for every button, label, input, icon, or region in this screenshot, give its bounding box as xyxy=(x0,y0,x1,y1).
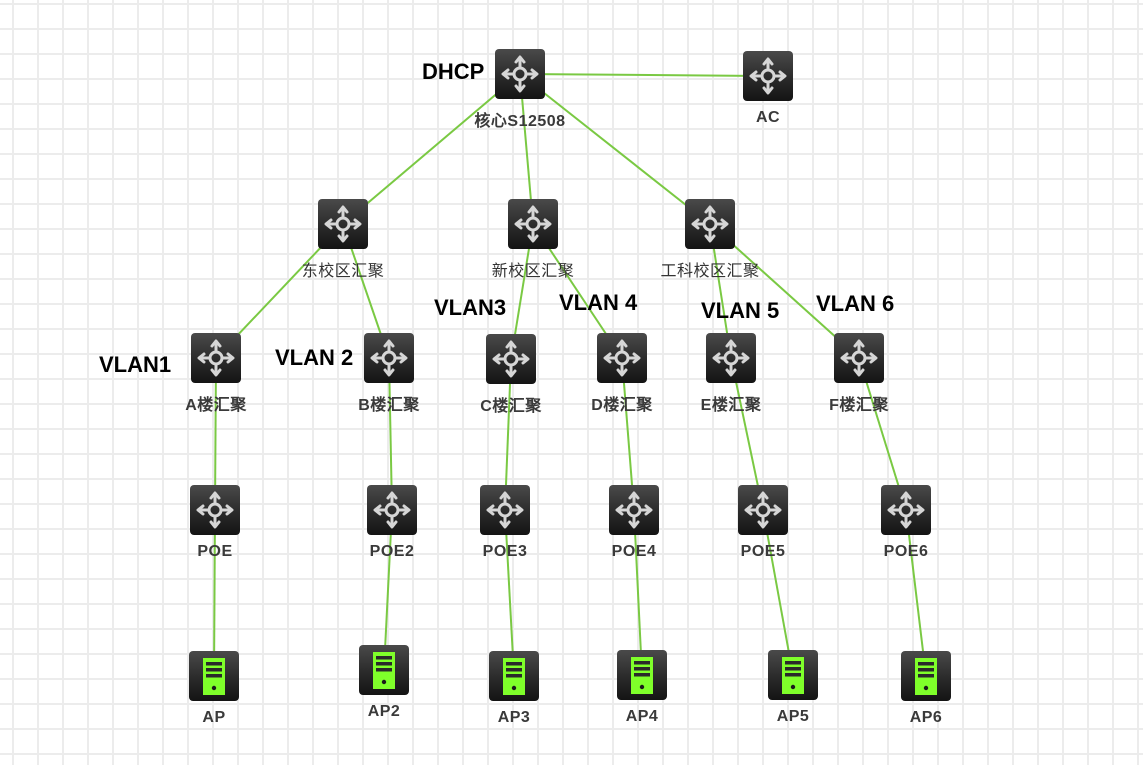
node-label: E楼汇聚 xyxy=(700,397,762,414)
node-poe2[interactable]: POE2 xyxy=(367,485,417,560)
node-label: B楼汇聚 xyxy=(358,397,420,414)
switch-icon xyxy=(190,485,240,535)
node-label: C楼汇聚 xyxy=(480,398,542,415)
node-poe5[interactable]: POE5 xyxy=(738,485,788,560)
node-ap3[interactable]: AP3 xyxy=(489,651,539,726)
node-ap[interactable]: AP xyxy=(189,651,239,726)
node-poe6[interactable]: POE6 xyxy=(881,485,931,560)
server-icon xyxy=(901,651,951,701)
switch-icon xyxy=(834,333,884,383)
server-icon xyxy=(768,650,818,700)
node-building-a-aggregation[interactable]: A楼汇聚 xyxy=(185,333,246,414)
link-b-poe2 xyxy=(388,357,393,511)
node-ap2[interactable]: AP2 xyxy=(359,645,409,720)
node-label: POE5 xyxy=(740,543,786,560)
switch-icon xyxy=(743,51,793,101)
node-building-b-aggregation[interactable]: B楼汇聚 xyxy=(358,333,419,414)
node-poe4[interactable]: POE4 xyxy=(609,485,659,560)
switch-icon xyxy=(597,333,647,383)
switch-icon xyxy=(480,485,530,535)
node-building-d-aggregation[interactable]: D楼汇聚 xyxy=(591,333,652,414)
node-label: POE2 xyxy=(369,543,415,560)
node-label: POE4 xyxy=(611,543,657,560)
node-ap6[interactable]: AP6 xyxy=(901,651,951,726)
node-label: AP5 xyxy=(776,708,810,725)
switch-icon xyxy=(318,199,368,249)
switch-icon xyxy=(508,199,558,249)
switch-icon xyxy=(738,485,788,535)
node-poe[interactable]: POE xyxy=(190,485,240,560)
switch-icon xyxy=(486,334,536,384)
node-ac[interactable]: AC xyxy=(743,51,793,126)
link-poe6-ap6 xyxy=(905,509,927,677)
node-ap5[interactable]: AP5 xyxy=(768,650,818,725)
server-icon xyxy=(489,651,539,701)
node-label: AC xyxy=(755,109,781,126)
node-label: D楼汇聚 xyxy=(591,397,653,414)
node-label: POE3 xyxy=(482,543,528,560)
server-icon xyxy=(617,650,667,700)
node-label: POE xyxy=(197,543,233,560)
switch-icon xyxy=(367,485,417,535)
switch-icon xyxy=(495,49,545,99)
node-poe3[interactable]: POE3 xyxy=(480,485,530,560)
annotation-vlan5: VLAN 5 xyxy=(701,298,780,323)
node-label: 核心S12508 xyxy=(474,113,566,130)
annotation-vlan6: VLAN 6 xyxy=(816,291,895,316)
node-label: 工科校区汇聚 xyxy=(660,261,760,280)
node-label: A楼汇聚 xyxy=(185,397,247,414)
server-icon xyxy=(359,645,409,695)
link-core-eng xyxy=(519,73,711,225)
node-label: POE6 xyxy=(883,543,929,560)
node-label: 东校区汇聚 xyxy=(301,261,385,280)
node-building-e-aggregation[interactable]: E楼汇聚 xyxy=(701,333,761,414)
node-core-switch[interactable]: 核心S12508 xyxy=(474,49,565,130)
node-label: 新校区汇聚 xyxy=(491,261,575,280)
link-poe4-ap4 xyxy=(633,509,643,676)
switch-icon xyxy=(609,485,659,535)
link-f-poe6 xyxy=(858,357,907,511)
switch-icon xyxy=(706,333,756,383)
annotation-dhcp: DHCP xyxy=(422,59,485,84)
node-label: AP xyxy=(202,709,226,726)
annotation-vlan1: VLAN1 xyxy=(99,352,172,377)
node-label: AP3 xyxy=(497,709,531,726)
node-label: F楼汇聚 xyxy=(829,397,889,414)
switch-icon xyxy=(881,485,931,535)
switch-icon xyxy=(364,333,414,383)
node-east-campus-aggregation[interactable]: 东校区汇聚 xyxy=(302,199,384,280)
switch-icon xyxy=(191,333,241,383)
link-core-east xyxy=(342,73,521,225)
link-poe5-ap5 xyxy=(762,509,794,676)
node-building-f-aggregation[interactable]: F楼汇聚 xyxy=(829,333,888,414)
node-engineering-campus-aggregation[interactable]: 工科校区汇聚 xyxy=(660,199,759,280)
link-a-poe1 xyxy=(214,357,217,511)
node-label: AP4 xyxy=(625,708,659,725)
annotation-vlan3: VLAN3 xyxy=(434,295,507,320)
node-label: AP6 xyxy=(909,709,943,726)
link-core-ac xyxy=(519,73,769,77)
annotation-vlan4: VLAN 4 xyxy=(559,290,638,315)
node-ap4[interactable]: AP4 xyxy=(617,650,667,725)
link-poe1-ap1 xyxy=(213,509,216,677)
link-d-poe4 xyxy=(621,357,635,511)
link-c-poe3 xyxy=(504,358,512,511)
switch-icon xyxy=(685,199,735,249)
server-icon xyxy=(189,651,239,701)
node-label: AP2 xyxy=(367,703,401,720)
link-poe2-ap2 xyxy=(383,509,393,671)
link-poe3-ap3 xyxy=(504,509,515,677)
node-building-c-aggregation[interactable]: C楼汇聚 xyxy=(480,334,541,415)
annotation-vlan2: VLAN 2 xyxy=(275,345,354,370)
link-e-poe5 xyxy=(730,357,764,511)
node-new-campus-aggregation[interactable]: 新校区汇聚 xyxy=(492,199,574,280)
